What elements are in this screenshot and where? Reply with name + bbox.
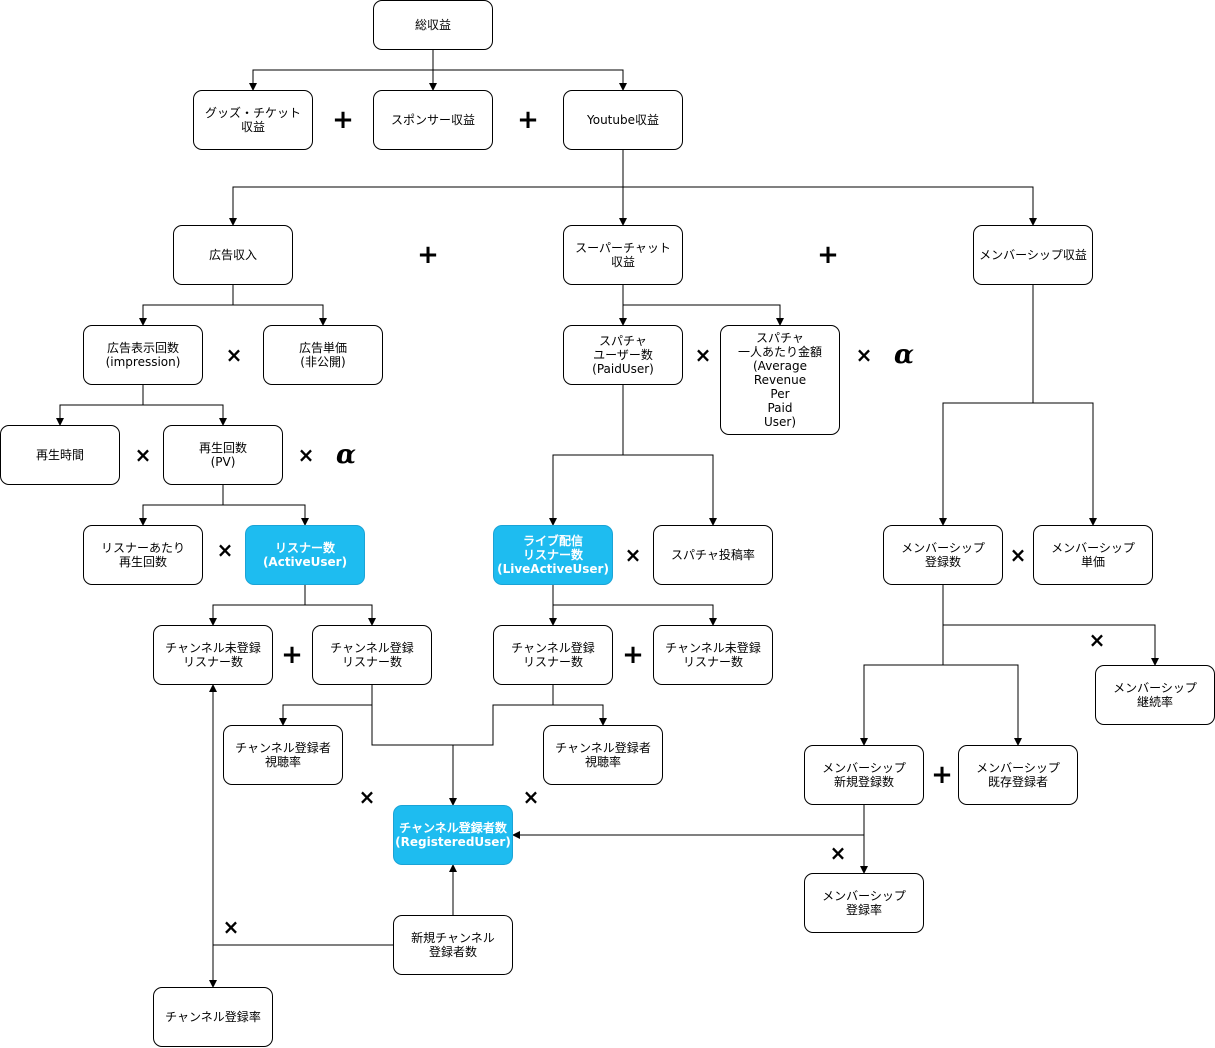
times-operator: × [216,538,234,562]
plus-operator: + [622,640,644,670]
node-membership-price[interactable]: メンバーシップ 単価 [1033,525,1153,585]
node-plays-per-listener[interactable]: リスナーあたり 再生回数 [83,525,203,585]
node-ad-revenue[interactable]: 広告収入 [173,225,293,285]
node-goods-ticket-revenue[interactable]: グッズ・チケット 収益 [193,90,313,150]
node-live-active-listeners[interactable]: ライブ配信 リスナー数 (LiveActiveUser) [493,525,613,585]
plus-operator: + [931,760,953,790]
node-ad-unit-price[interactable]: 広告単価 (非公開) [263,325,383,385]
node-superchat-users[interactable]: スパチャ ユーザー数 (PaidUser) [563,325,683,385]
node-membership-retention[interactable]: メンバーシップ 継続率 [1095,665,1215,725]
times-operator: × [134,443,152,467]
plus-operator: + [332,105,354,135]
node-membership-revenue[interactable]: メンバーシップ収益 [973,225,1093,285]
times-operator: × [297,443,315,467]
plus-operator: + [517,105,539,135]
alpha-coefficient: α [893,340,915,370]
node-subscriber-view-rate-left[interactable]: チャンネル登録者 視聴率 [223,725,343,785]
times-operator: × [694,343,712,367]
node-play-count[interactable]: 再生回数 (PV) [163,425,283,485]
times-operator: × [522,785,540,809]
times-operator: × [1088,628,1106,652]
node-registered-users[interactable]: チャンネル登録者数 (RegisteredUser) [393,805,513,865]
node-membership-new[interactable]: メンバーシップ 新規登録数 [804,745,924,805]
times-operator: × [222,915,240,939]
node-subscriber-view-rate-right[interactable]: チャンネル登録者 視聴率 [543,725,663,785]
plus-operator: + [281,640,303,670]
times-operator: × [855,343,873,367]
node-new-subscribers[interactable]: 新規チャンネル 登録者数 [393,915,513,975]
node-watch-time[interactable]: 再生時間 [0,425,120,485]
times-operator: × [358,785,376,809]
node-membership-rate[interactable]: メンバーシップ 登録率 [804,873,924,933]
node-membership-existing[interactable]: メンバーシップ 既存登録者 [958,745,1078,805]
times-operator: × [1009,543,1027,567]
node-subscribed-listeners-left[interactable]: チャンネル登録 リスナー数 [312,625,432,685]
node-subscribed-listeners-right[interactable]: チャンネル登録 リスナー数 [493,625,613,685]
node-active-listeners[interactable]: リスナー数 (ActiveUser) [245,525,365,585]
times-operator: × [624,543,642,567]
node-subscription-rate[interactable]: チャンネル登録率 [153,987,273,1047]
node-unsubscribed-listeners-right[interactable]: チャンネル未登録 リスナー数 [653,625,773,685]
times-operator: × [829,841,847,865]
alpha-coefficient: α [335,440,357,470]
node-youtube-revenue[interactable]: Youtube収益 [563,90,683,150]
node-ad-impressions[interactable]: 広告表示回数 (impression) [83,325,203,385]
plus-operator: + [817,240,839,270]
plus-operator: + [417,240,439,270]
node-unsubscribed-listeners-left[interactable]: チャンネル未登録 リスナー数 [153,625,273,685]
node-total-revenue[interactable]: 総収益 [373,0,493,50]
node-superchat-post-rate[interactable]: スパチャ投稿率 [653,525,773,585]
node-sponsor-revenue[interactable]: スポンサー収益 [373,90,493,150]
node-superchat-arppu[interactable]: スパチャ 一人あたり金額 (Average Revenue Per Paid U… [720,325,840,435]
times-operator: × [225,343,243,367]
node-superchat-revenue[interactable]: スーパーチャット 収益 [563,225,683,285]
node-membership-count[interactable]: メンバーシップ 登録数 [883,525,1003,585]
